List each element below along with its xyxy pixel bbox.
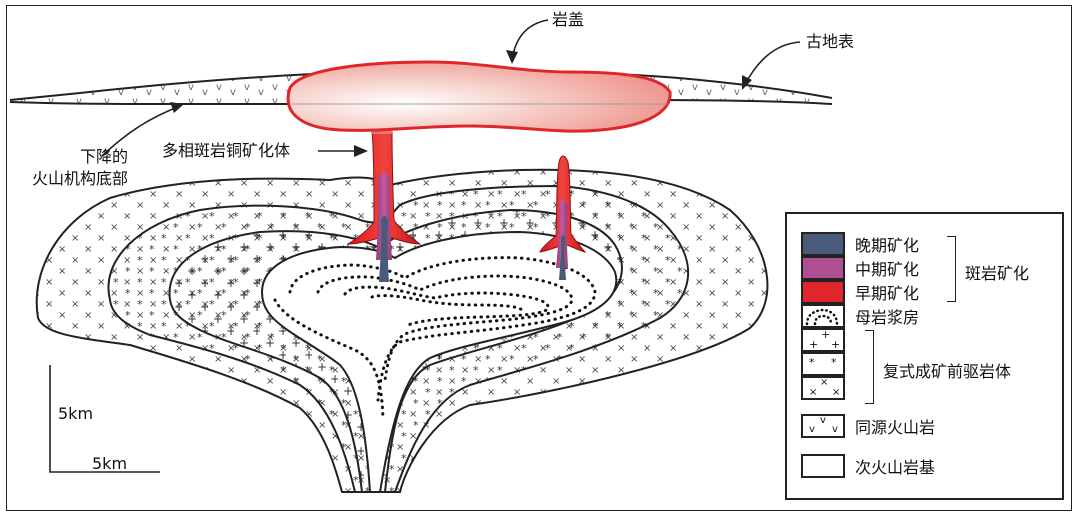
legend-label-middle: 中期矿化 <box>855 260 920 279</box>
label-paleo-surface: 古地表 <box>806 32 855 51</box>
legend-swatch-magma <box>801 304 845 328</box>
second-stock-middle <box>556 200 568 268</box>
label-cap: 岩盖 <box>552 10 585 29</box>
bracket-porphyry <box>947 236 956 302</box>
legend-label-late: 晚期矿化 <box>855 236 920 255</box>
figure-frame <box>6 5 1072 511</box>
legend-label-batholith: 次火山岩基 <box>855 458 936 477</box>
legend-item-cross: × × × <box>801 376 845 400</box>
magma-chamber <box>260 230 618 493</box>
arrowhead-cap <box>506 50 518 64</box>
label-subsided-base: 下降的 火山机构底部 <box>32 147 129 188</box>
label-orebody: 多相斑岩铜矿化体 <box>162 141 291 160</box>
legend-swatch-early <box>801 280 845 304</box>
legend-item-star: * * <box>801 352 845 376</box>
arrow-subsided-base <box>101 105 181 157</box>
legend: 晚期矿化 中期矿化 早期矿化 母岩浆房 + + + * * × × <box>785 212 1064 500</box>
legend-item-volcanic: v v v 同源火山岩 <box>801 414 935 438</box>
scale-label-horizontal: 5km <box>92 454 128 473</box>
arrowhead-paleo-surface <box>742 75 752 90</box>
arrowhead-orebody <box>354 145 368 157</box>
legend-item-plus: + + + <box>801 328 845 352</box>
main-stock-late <box>379 215 389 282</box>
legend-swatch-plus: + + + <box>801 328 845 352</box>
bracket-precursor <box>865 330 874 404</box>
legend-item-batholith: 次火山岩基 <box>801 454 935 478</box>
group-label-porphyry: 斑岩矿化 <box>965 264 1030 283</box>
scale-bar <box>49 365 160 473</box>
legend-item-middle: 中期矿化 <box>801 256 919 280</box>
legend-swatch-middle <box>801 256 845 280</box>
legend-label-volcanic: 同源火山岩 <box>855 418 936 437</box>
legend-swatch-star: * * <box>801 352 845 376</box>
second-stock-late <box>559 235 566 280</box>
arrowhead-subsided-base <box>170 102 184 113</box>
legend-label-early: 早期矿化 <box>855 284 920 303</box>
legend-swatch-late <box>801 232 845 256</box>
magma-dotted-rings <box>273 256 597 422</box>
legend-item-magma-chamber: 母岩浆房 <box>801 304 919 328</box>
laccolith-cap <box>286 60 672 133</box>
legend-swatch-volcanic: v v v <box>801 414 845 438</box>
legend-label-magma: 母岩浆房 <box>855 308 920 327</box>
legend-item-early: 早期矿化 <box>801 280 919 304</box>
arrow-cap <box>511 19 549 61</box>
group-label-precursor: 复式成矿前驱岩体 <box>883 362 1012 381</box>
scale-label-vertical: 5km <box>58 404 94 423</box>
legend-item-late: 晚期矿化 <box>801 232 919 256</box>
arrow-paleo-surface <box>743 41 801 87</box>
legend-swatch-cross: × × × <box>801 376 845 400</box>
legend-swatch-batholith <box>801 454 845 478</box>
